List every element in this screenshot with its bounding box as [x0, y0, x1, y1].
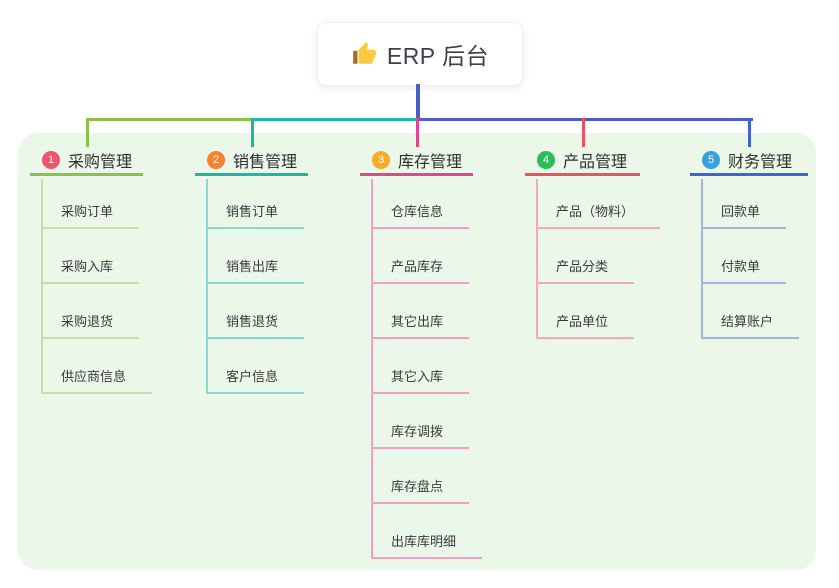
branch-number-badge: 2: [207, 150, 225, 169]
root-trunk-line: [416, 84, 420, 120]
child-node[interactable]: 仓库信息: [373, 201, 470, 229]
child-node[interactable]: 产品单位: [538, 311, 635, 339]
branch-header-2[interactable]: 2 销售管理: [195, 146, 308, 176]
branches-panel: [18, 133, 816, 570]
child-node[interactable]: 销售订单: [208, 201, 305, 229]
child-node[interactable]: 客户信息: [208, 366, 305, 394]
child-node[interactable]: 销售出库: [208, 256, 305, 284]
child-node-row: 产品分类: [538, 229, 660, 284]
child-node-row: 销售退货: [208, 284, 305, 339]
child-node-row: 其它入库: [373, 339, 482, 394]
branch-title: 销售管理: [233, 153, 298, 171]
child-node-row: 销售订单: [208, 179, 305, 229]
branch-number-badge: 5: [702, 150, 720, 169]
trunk-segment-2: [252, 118, 419, 121]
child-node[interactable]: 采购入库: [43, 256, 140, 284]
child-node-row: 付款单: [703, 229, 799, 284]
branch-header-3[interactable]: 3 库存管理: [360, 146, 473, 176]
child-node-row: 其它出库: [373, 284, 482, 339]
child-node[interactable]: 产品库存: [373, 256, 470, 284]
child-node-row: 产品（物料）: [538, 179, 661, 229]
branch-title: 财务管理: [728, 153, 793, 171]
child-node-row: 供应商信息: [43, 339, 153, 394]
child-node-row: 采购订单: [43, 179, 152, 229]
child-node-row: 回款单: [703, 179, 799, 229]
branch-drop-line: [748, 118, 751, 147]
child-node[interactable]: 产品（物料）: [538, 201, 661, 229]
branch-drop-line: [416, 118, 419, 147]
child-node-row: 库存盘点: [373, 449, 482, 504]
branch-drop-line: [251, 118, 254, 147]
child-node-row: 库存调拨: [373, 394, 482, 449]
child-node-row: 产品库存: [373, 229, 482, 284]
branch-header-1[interactable]: 1 采购管理: [30, 146, 143, 176]
root-label: ERP 后台: [386, 43, 490, 69]
branch-drop-line: [582, 118, 585, 147]
child-node[interactable]: 出库库明细: [373, 531, 483, 559]
branch-children: 采购订单采购入库采购退货供应商信息: [41, 179, 153, 394]
branch-number-badge: 3: [372, 150, 390, 169]
branch-children: 销售订单销售出库销售退货客户信息: [206, 179, 305, 394]
child-node[interactable]: 产品分类: [538, 256, 635, 284]
child-node[interactable]: 采购订单: [43, 201, 140, 229]
child-node-row: 销售出库: [208, 229, 305, 284]
thumbs-up-icon: [351, 41, 377, 67]
root-node[interactable]: ERP 后台: [317, 22, 523, 86]
child-node-row: 采购退货: [43, 284, 152, 339]
branch-header-5[interactable]: 5 财务管理: [690, 146, 808, 176]
branch-children: 仓库信息产品库存其它出库其它入库库存调拨库存盘点出库库明细: [371, 179, 483, 559]
child-node-row: 采购入库: [43, 229, 152, 284]
child-node[interactable]: 其它入库: [373, 366, 470, 394]
child-node[interactable]: 销售退货: [208, 311, 305, 339]
branch-header-4[interactable]: 4 产品管理: [525, 146, 640, 176]
child-node-row: 仓库信息: [373, 179, 482, 229]
child-node[interactable]: 其它出库: [373, 311, 470, 339]
child-node[interactable]: 采购退货: [43, 311, 140, 339]
trunk-segment-3: [417, 118, 753, 121]
child-node-row: 出库库明细: [373, 504, 483, 559]
child-node[interactable]: 回款单: [703, 201, 787, 229]
branch-number-badge: 1: [42, 150, 60, 169]
child-node[interactable]: 库存盘点: [373, 476, 470, 504]
child-node-row: 产品单位: [538, 284, 660, 339]
branch-children: 产品（物料） 产品分类产品单位: [536, 179, 661, 339]
branch-title: 库存管理: [398, 153, 463, 171]
branch-title: 产品管理: [563, 153, 628, 171]
trunk-segment-1: [86, 118, 253, 121]
branch-number-badge: 4: [537, 150, 555, 169]
child-node[interactable]: 库存调拨: [373, 421, 470, 449]
child-node[interactable]: 结算账户: [703, 311, 800, 339]
child-node[interactable]: 供应商信息: [43, 366, 153, 394]
child-node-row: 客户信息: [208, 339, 305, 394]
child-node[interactable]: 付款单: [703, 256, 787, 284]
branch-children: 回款单付款单结算账户: [701, 179, 800, 339]
child-node-row: 结算账户: [703, 284, 800, 339]
branch-title: 采购管理: [68, 153, 133, 171]
branch-drop-line: [86, 118, 89, 147]
